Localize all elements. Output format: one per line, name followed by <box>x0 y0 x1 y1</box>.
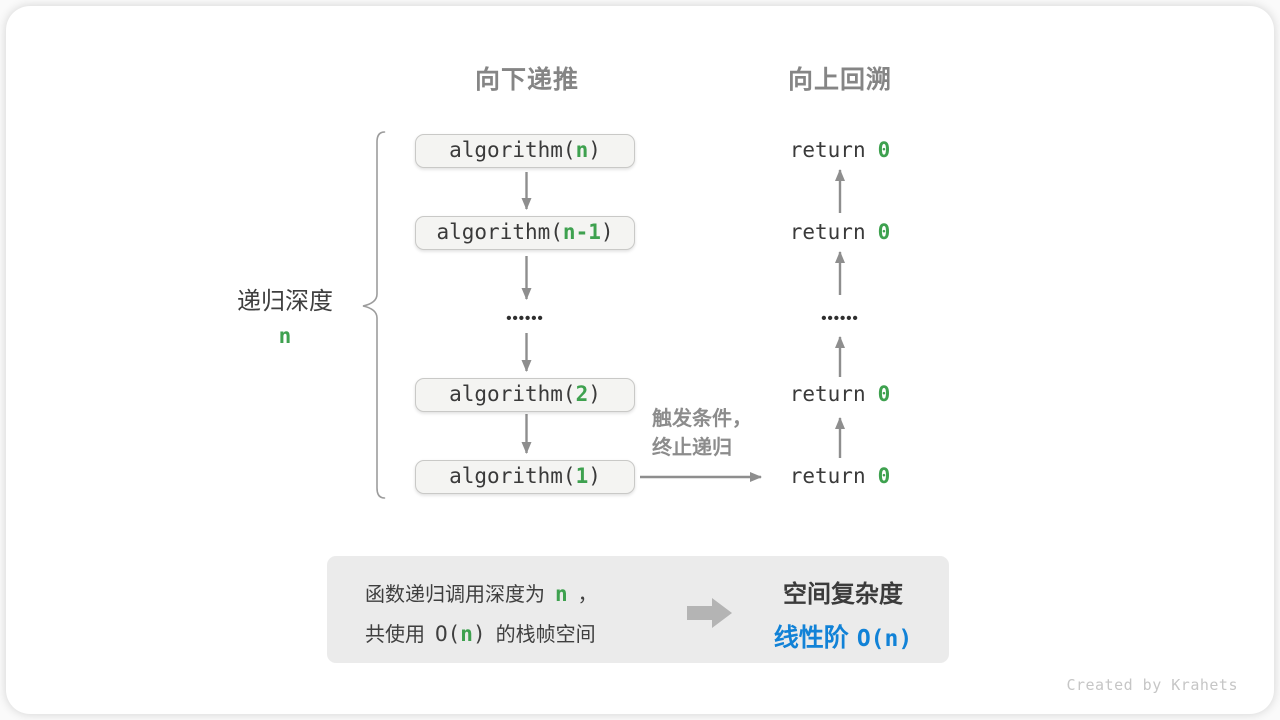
call-box-close: ) <box>588 382 601 406</box>
return-value: 0 <box>877 220 891 244</box>
summary-description-line1: 函数递归调用深度为 n ， <box>365 575 598 615</box>
block-arrow-right-icon <box>687 598 732 628</box>
column-header-backtrack-up: 向上回溯 <box>787 66 892 94</box>
return-keyword: return <box>789 138 866 162</box>
termination-note-line1: 触发条件， <box>652 408 752 430</box>
summary-comma: ， <box>577 584 598 606</box>
summary-text: 的栈帧空间 <box>495 624 596 646</box>
watermark: Created by Krahets <box>1066 676 1238 694</box>
call-box-algorithm-1: algorithm(1) <box>415 460 635 494</box>
summary-description-line2: 共使用 O(n) 的栈帧空间 <box>365 615 598 655</box>
return-statement-4: return 0 <box>748 463 932 490</box>
return-value: 0 <box>877 464 891 488</box>
call-box-fn: algorithm( <box>449 464 576 488</box>
return-statement-3: return 0 <box>748 381 932 408</box>
call-box-algorithm-2: algorithm(2) <box>415 378 635 412</box>
call-box-fn: algorithm( <box>449 138 576 162</box>
recursion-depth-label-group: 递归深度 n <box>210 281 360 348</box>
summary-var-n: n <box>555 582 568 606</box>
summary-big-o-close: ) <box>472 622 486 646</box>
return-keyword: return <box>789 220 866 244</box>
call-box-fn: algorithm( <box>449 382 576 406</box>
return-value: 0 <box>877 382 891 406</box>
call-box-algorithm-n: algorithm(n) <box>415 134 635 168</box>
summary-var-n: n <box>460 622 473 646</box>
call-box-close: ) <box>588 138 601 162</box>
termination-note: 触发条件， 终止递归 <box>652 405 812 463</box>
complexity-big-o: O(n) <box>856 626 913 652</box>
summary-text: 共使用 <box>365 624 425 646</box>
recursion-depth-label: 递归深度 <box>237 288 333 315</box>
call-box-fn: algorithm( <box>436 220 563 244</box>
call-box-arg: 2 <box>575 382 589 406</box>
space-complexity-title: 空间复杂度 <box>783 581 903 608</box>
summary-text: 函数递归调用深度为 <box>365 584 545 606</box>
summary-big-o-open: O( <box>435 622 461 646</box>
call-box-algorithm-n-1: algorithm(n-1) <box>415 216 635 250</box>
return-keyword: return <box>789 382 866 406</box>
call-box-close: ) <box>588 464 601 488</box>
complexity-order-label: 线性阶 <box>773 624 849 652</box>
summary-panel <box>327 556 949 663</box>
space-complexity-value: 线性阶 O(n) <box>733 618 953 654</box>
ellipsis-left: •••••• <box>506 310 544 327</box>
call-box-arg: 1 <box>575 464 589 488</box>
ellipsis-right: •••••• <box>821 310 859 327</box>
call-box-arg: n <box>575 138 589 162</box>
return-value: 0 <box>877 138 891 162</box>
return-statement-2: return 0 <box>748 219 932 246</box>
call-box-close: ) <box>600 220 614 244</box>
return-keyword: return <box>789 464 866 488</box>
column-header-recurse-down: 向下递推 <box>474 66 579 94</box>
termination-note-line2: 终止递归 <box>652 437 732 459</box>
return-statement-1: return 0 <box>748 137 932 164</box>
summary-result: 空间复杂度 线性阶 O(n) <box>733 574 953 654</box>
call-box-arg: n-1 <box>562 220 601 244</box>
recursion-depth-value: n <box>278 324 292 348</box>
